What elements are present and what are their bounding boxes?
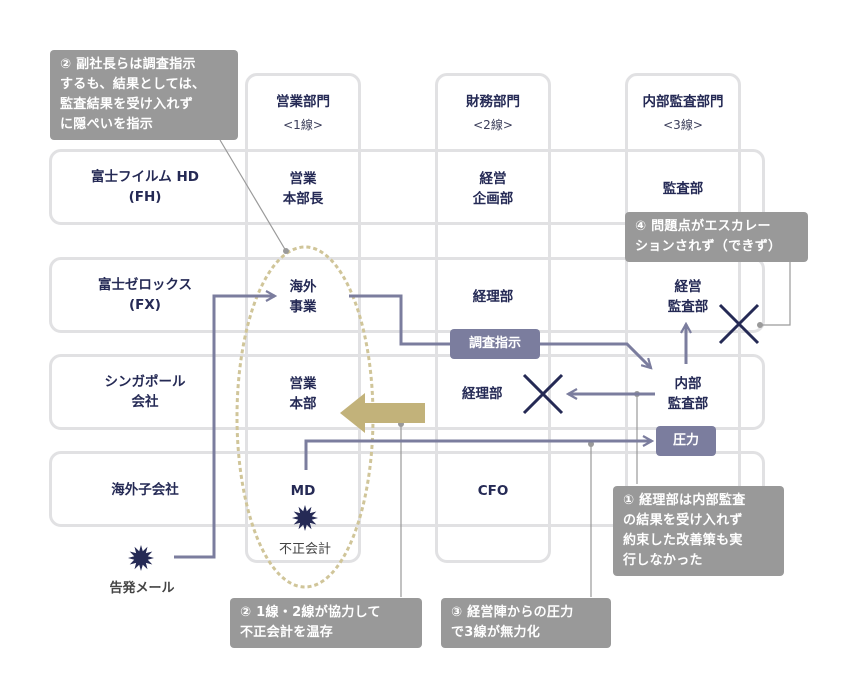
column-header-finance: 財務部門 <2線> bbox=[435, 92, 551, 135]
arrow-investigation-to-audit bbox=[540, 342, 651, 368]
note-2-bottom: ② 1線・2線が協力して 不正会計を温存 bbox=[230, 598, 422, 648]
pressure-tag: 圧力 bbox=[656, 426, 716, 456]
column-line: <2線> bbox=[473, 118, 513, 132]
note-3: ③ 経営陣からの圧力 で3線が無力化 bbox=[441, 598, 611, 648]
cross-icon bbox=[718, 303, 760, 345]
column-line: <1線> bbox=[283, 118, 323, 132]
burst-star-icon bbox=[292, 505, 318, 531]
row-label-fh: 富士フイルム HD (FH) bbox=[91, 169, 199, 205]
note-1: ① 経理部は内部監査 の結果を受け入れず 約束した改善策も実 行しなかった bbox=[613, 486, 784, 576]
cross-icon bbox=[522, 373, 564, 415]
cell-sg-audit: 内部 監査部 bbox=[667, 376, 709, 412]
arrow-md-pressure bbox=[304, 441, 652, 470]
cell-fh-finance: 経営 企画部 bbox=[472, 171, 514, 207]
note-4: ④ 問題点がエスカレー ションされず（できず） bbox=[625, 212, 808, 262]
highlight-arrow bbox=[340, 393, 425, 433]
line-overseas-to-investigation bbox=[349, 294, 450, 346]
fraud-label: 不正会計 bbox=[278, 542, 331, 557]
cell-sub-sales: MD bbox=[290, 483, 316, 499]
leader-note-4 bbox=[760, 262, 791, 326]
column-title: 営業部門 bbox=[276, 94, 330, 110]
column-header-sales: 営業部門 <1線> bbox=[245, 92, 361, 135]
row-box-fx bbox=[49, 257, 765, 333]
row-box-sg bbox=[49, 354, 765, 430]
column-line: <3線> bbox=[663, 118, 703, 132]
column-box-finance bbox=[435, 73, 551, 563]
investigation-tag: 調査指示 bbox=[450, 329, 540, 359]
row-label-fx: 富士ゼロックス (FX) bbox=[97, 277, 193, 313]
whistleblow-label: 告発メール bbox=[109, 581, 175, 596]
cell-sub-finance: CFO bbox=[477, 483, 509, 499]
row-box-fh bbox=[49, 149, 765, 225]
cell-sg-finance: 経理部 bbox=[462, 386, 503, 402]
cell-fh-sales: 営業 本部長 bbox=[282, 171, 324, 207]
note-leader-lines bbox=[219, 139, 791, 597]
note-2-top: ② 副社長らは調査指示 するも、結果としては、 監査結果を受け入れず に隠ぺいを… bbox=[50, 50, 238, 140]
burst-star-icon bbox=[128, 545, 154, 571]
cell-sg-sales: 営業 本部 bbox=[289, 376, 317, 412]
leader-note-2-top bbox=[219, 139, 287, 252]
cell-fx-finance: 経理部 bbox=[472, 289, 514, 305]
column-title: 内部監査部門 bbox=[642, 94, 724, 110]
cell-fx-audit: 経営 監査部 bbox=[667, 279, 709, 315]
cell-fx-sales: 海外 事業 bbox=[289, 279, 317, 315]
row-label-sub: 海外子会社 bbox=[111, 482, 179, 498]
column-header-audit: 内部監査部門 <3線> bbox=[625, 92, 741, 135]
cell-fh-audit: 監査部 bbox=[662, 181, 704, 197]
column-title: 財務部門 bbox=[466, 94, 520, 110]
arrow-whistleblow-to-overseas bbox=[174, 296, 275, 559]
row-label-sg: シンガポール 会社 bbox=[104, 374, 186, 410]
